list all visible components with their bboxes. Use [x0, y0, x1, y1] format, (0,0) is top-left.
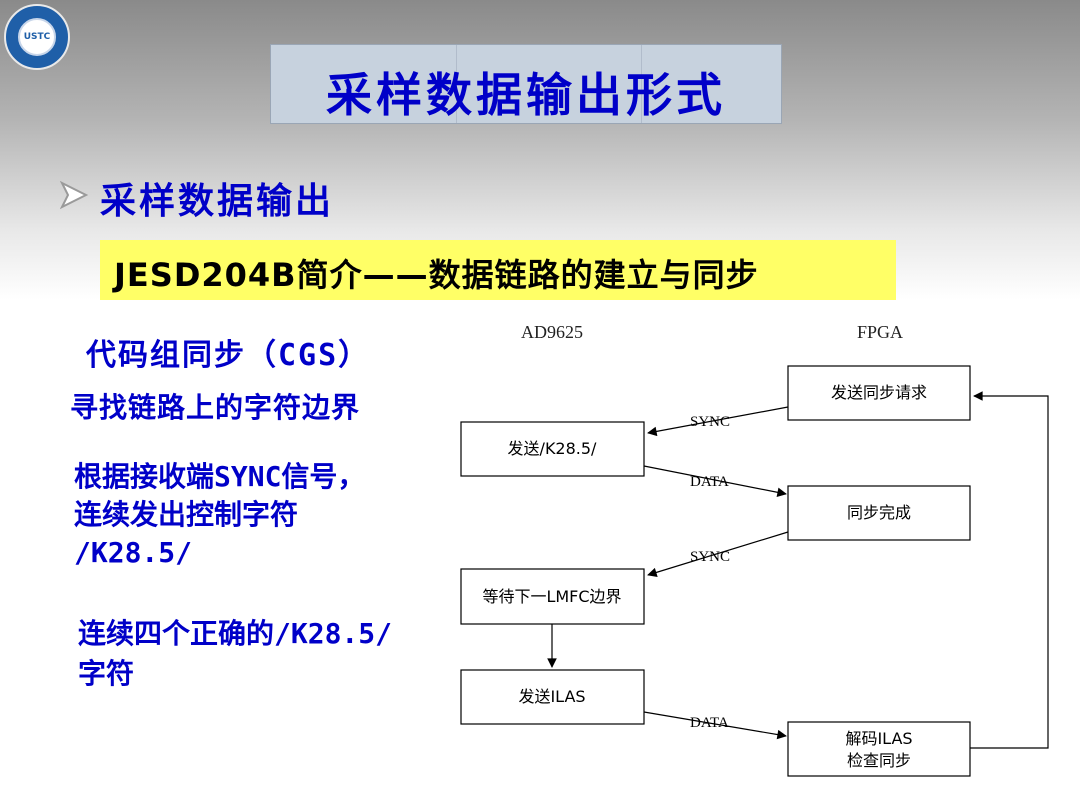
edge-data-1 [643, 465, 787, 498]
node-label: 解码ILAS [845, 729, 912, 748]
four-k285-line: 字符 [78, 657, 135, 690]
edge-label-sync: SYNC [690, 549, 730, 565]
node-label: 发送/K28.5/ [508, 439, 598, 458]
node-label: 等待下一LMFC边界 [482, 587, 621, 606]
find-boundary-text: 寻找链路上的字符边界 [70, 391, 361, 424]
node-sync-complete [787, 485, 971, 541]
bullet-heading: 采样数据输出 [100, 180, 335, 222]
logo-text: USTC [23, 32, 51, 42]
edge-data-2 [643, 711, 787, 740]
sync-description: 根据接收端SYNC信号， 连续发出控制字符 /K28.5/ [74, 458, 365, 572]
column-header-ad9625: AD9625 [521, 322, 583, 342]
university-logo: USTC [4, 4, 70, 70]
edge-label-data: DATA [690, 715, 729, 731]
sync-description-line: 连续发出控制字符 [74, 498, 299, 531]
highlight-text: JESD204B简介——数据链路的建立与同步 [114, 256, 759, 294]
sync-description-line: 根据接收端SYNC信号， [74, 460, 366, 493]
four-k285-description: 连续四个正确的/K28.5/ 字符 [78, 614, 392, 694]
edge-label-sync: SYNC [690, 414, 730, 430]
title-box: 采样数据输出形式 [270, 44, 782, 124]
edge-sync-1 [647, 406, 789, 437]
edge-sync-2 [647, 531, 789, 578]
bullet-arrow-icon [60, 180, 89, 210]
title-box-divider [456, 45, 457, 123]
node-send-k285 [460, 421, 645, 477]
edge-label-data: DATA [690, 474, 729, 490]
node-label: 同步完成 [847, 503, 911, 522]
sync-description-line: /K28.5/ [74, 536, 193, 569]
node-send-ilas [460, 669, 645, 725]
highlight-banner: JESD204B简介——数据链路的建立与同步 [100, 240, 896, 300]
node-label: 发送ILAS [518, 687, 585, 706]
page-title: 采样数据输出形式 [326, 68, 726, 122]
node-label: 检查同步 [847, 751, 911, 770]
node-label: 发送同步请求 [831, 383, 927, 402]
node-send-sync-request [787, 365, 971, 421]
column-header-fpga: FPGA [857, 322, 903, 342]
cgs-heading: 代码组同步（CGS） [86, 338, 371, 373]
diagram-panel [426, 300, 1080, 810]
node-wait-lmfc [460, 568, 645, 625]
four-k285-line: 连续四个正确的/K28.5/ [78, 617, 393, 650]
title-box-divider [641, 45, 642, 123]
logo-emblem: USTC [18, 18, 56, 56]
node-decode-ilas [787, 721, 971, 777]
edge-loop-back [970, 391, 1049, 749]
